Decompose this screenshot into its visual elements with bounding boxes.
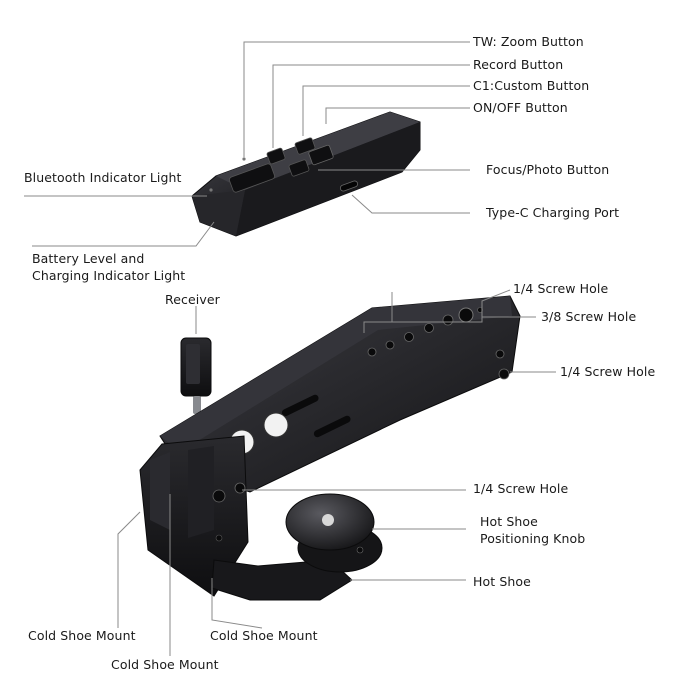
- hot-shoe-knob: [285, 493, 383, 573]
- label-battery-line1: Battery Level and: [32, 251, 145, 266]
- label-cold-shoe-bottom: Cold Shoe Mount: [111, 657, 219, 672]
- type-c-port: [339, 180, 359, 192]
- label-hot-shoe-knob-line2: Positioning Knob: [480, 531, 586, 546]
- screw-hole-large: [458, 307, 474, 323]
- on-off-button: [308, 144, 334, 166]
- bluetooth-led: [242, 157, 246, 161]
- label-screw-quarter-side: 1/4 Screw Hole: [560, 364, 656, 379]
- screw-hole: [367, 347, 377, 357]
- label-type-c: Type-C Charging Port: [486, 205, 620, 220]
- label-hot-shoe-knob-line1: Hot Shoe: [480, 514, 538, 529]
- label-record: Record Button: [473, 57, 564, 72]
- record-button: [266, 147, 286, 165]
- receiver-dongle: [180, 337, 212, 414]
- label-cold-shoe-right: Cold Shoe Mount: [210, 628, 318, 643]
- screw-hole: [404, 332, 414, 342]
- battery-led: [209, 188, 213, 192]
- screw-hole: [385, 340, 395, 350]
- tw-zoom-button: [229, 163, 275, 193]
- label-receiver: Receiver: [165, 292, 220, 307]
- side-screw-hole: [498, 368, 510, 380]
- label-screw-quarter-lower: 1/4 Screw Hole: [473, 481, 569, 496]
- label-c1-custom: C1:Custom Button: [473, 78, 590, 93]
- label-screw-quarter-top: 1/4 Screw Hole: [513, 281, 609, 296]
- screw-hole: [424, 323, 434, 333]
- side-screw-hole: [495, 349, 505, 359]
- custom-button: [294, 137, 316, 155]
- label-cold-shoe-left: Cold Shoe Mount: [28, 628, 136, 643]
- leader-lines: [24, 41, 556, 656]
- label-tw-zoom: TW: Zoom Button: [473, 34, 584, 49]
- label-bluetooth-light: Bluetooth Indicator Light: [24, 170, 182, 185]
- label-hot-shoe: Hot Shoe: [473, 574, 531, 589]
- remote-controller: [191, 111, 421, 237]
- label-battery-line2: Charging Indicator Light: [32, 268, 186, 283]
- focus-photo-button: [288, 159, 310, 177]
- label-focus-photo: Focus/Photo Button: [486, 162, 610, 177]
- screw-hole: [442, 314, 454, 326]
- top-handle: [139, 295, 521, 601]
- label-on-off: ON/OFF Button: [473, 100, 568, 115]
- label-screw-three-eighths: 3/8 Screw Hole: [541, 309, 637, 324]
